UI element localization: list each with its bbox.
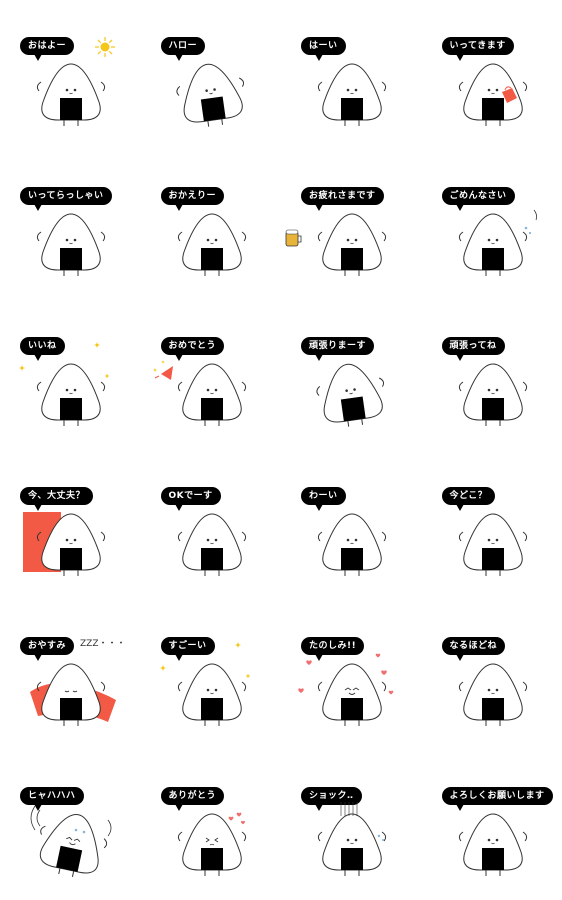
sticker[interactable]: ごめんなさい xyxy=(422,150,562,300)
speech-bubble: ヒャハハハ xyxy=(20,787,84,811)
onigiri-character xyxy=(36,363,106,426)
onigiri-character xyxy=(316,363,385,427)
sparkle-icon xyxy=(19,342,110,379)
speech-bubble: おかえりー xyxy=(160,187,225,211)
sticker[interactable]: ハロー xyxy=(141,0,282,150)
beer-mug-icon xyxy=(285,229,302,247)
sticker[interactable]: たのしみ!! xyxy=(281,600,422,750)
speech-bubble: はーい xyxy=(301,37,346,61)
sticker[interactable]: 今、大丈夫？ xyxy=(0,450,141,600)
onigiri-character xyxy=(36,513,106,576)
sticker[interactable]: はーい xyxy=(281,0,422,150)
sticker[interactable]: ショック‥ xyxy=(281,750,422,900)
sticker[interactable]: すごーい xyxy=(141,600,282,750)
onigiri-character xyxy=(317,513,387,576)
shock-lines-icon xyxy=(340,802,384,841)
sticker[interactable]: 頑張ってね xyxy=(422,300,562,450)
speech-bubble: 頑張りまーす xyxy=(301,337,375,361)
speech-bubble: ショック‥ xyxy=(301,787,362,811)
onigiri-character xyxy=(36,63,106,126)
onigiri-character xyxy=(458,213,527,276)
sticker[interactable]: 頑張りまーす xyxy=(281,300,422,450)
speech-bubble: 今、大丈夫？ xyxy=(20,487,94,511)
sleep-sound-text: ZZZ・・・ xyxy=(80,639,126,649)
speech-bubble: なるほどね xyxy=(441,637,506,661)
sticker[interactable]: いいね xyxy=(0,300,141,450)
onigiri-character xyxy=(177,813,246,876)
speech-bubble: おやすみ xyxy=(20,637,75,661)
onigiri-character xyxy=(458,513,527,576)
onigiri-character xyxy=(458,363,527,426)
sticker[interactable]: 今どこ？ xyxy=(422,450,562,600)
speech-bubble: おはよー xyxy=(20,37,75,61)
sparkle-icon xyxy=(159,642,250,679)
speech-bubble: いってきます xyxy=(441,37,514,61)
onigiri-character xyxy=(317,213,387,276)
sticker[interactable]: ありがとう xyxy=(141,750,282,900)
onigiri-character xyxy=(39,814,108,877)
onigiri-character xyxy=(177,213,246,276)
onigiri-character xyxy=(36,663,106,726)
speech-bubble: すごーい xyxy=(160,637,215,661)
onigiri-character xyxy=(177,363,246,426)
speech-bubble: OKでーす xyxy=(160,487,221,511)
speech-bubble: たのしみ!! xyxy=(301,637,365,661)
onigiri-character xyxy=(177,663,246,726)
speech-bubble: いいね xyxy=(20,337,65,361)
onigiri-character xyxy=(317,813,387,876)
onigiri-character xyxy=(317,63,387,126)
speech-bubble: お疲れさまです xyxy=(301,187,384,211)
sticker[interactable]: お疲れさまです xyxy=(281,150,422,300)
sun-icon xyxy=(95,37,115,57)
sticker[interactable]: OKでーす xyxy=(141,450,282,600)
speech-bubble: いってらっしゃい xyxy=(20,187,112,211)
hearts-icon xyxy=(228,812,245,825)
sticker[interactable]: おかえりー xyxy=(141,150,282,300)
speech-bubble: 頑張ってね xyxy=(441,337,505,361)
party-popper-icon xyxy=(152,360,173,380)
sticker[interactable]: おめでとう xyxy=(141,300,282,450)
onigiri-character xyxy=(36,213,106,276)
sticker[interactable]: なるほどね xyxy=(422,600,562,750)
speech-bubble: おめでとう xyxy=(160,337,225,361)
sticker[interactable]: よろしくお願いします xyxy=(422,750,562,900)
speech-bubble: わーい xyxy=(301,487,346,511)
sticker[interactable]: わーい xyxy=(281,450,422,600)
onigiri-character xyxy=(458,63,527,126)
onigiri-character xyxy=(177,513,246,576)
sticker[interactable]: おはよー xyxy=(0,0,141,150)
laugh-lines-icon xyxy=(30,805,112,837)
onigiri-character xyxy=(175,63,244,127)
speech-bubble: ハロー xyxy=(160,37,206,61)
sweat-drops-icon xyxy=(524,209,537,235)
sticker[interactable]: いってらっしゃい xyxy=(0,150,141,300)
onigiri-character xyxy=(458,663,527,726)
hearts-icon xyxy=(298,653,394,695)
bag-icon xyxy=(501,86,517,103)
speech-bubble: ごめんなさい xyxy=(441,187,515,211)
speech-bubble: ありがとう xyxy=(160,787,225,811)
sticker[interactable]: おやすみ ZZZ・・・ xyxy=(0,600,141,750)
speech-bubble: 今どこ？ xyxy=(441,487,496,511)
onigiri-character xyxy=(317,663,387,726)
onigiri-character xyxy=(458,813,527,876)
sticker[interactable]: いってきます xyxy=(422,0,562,150)
sticker[interactable]: ヒャハハハ xyxy=(0,750,141,900)
speech-bubble: よろしくお願いします xyxy=(441,787,553,811)
